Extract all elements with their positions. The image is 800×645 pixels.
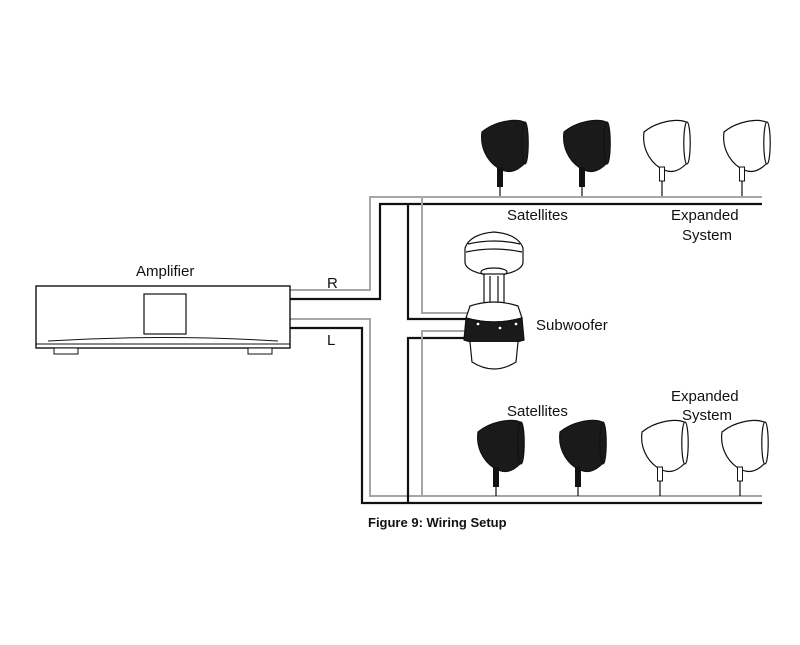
top-expanded-label-line2: System [682, 227, 732, 244]
top-satellite-1 [481, 119, 529, 197]
amplifier-foot-right [247, 347, 273, 355]
bottom-expanded-label-line1: Expanded [671, 388, 739, 405]
r-grey-wire [290, 196, 762, 291]
r-black-wire [290, 202, 762, 301]
amplifier-foot-left [53, 347, 79, 355]
figure-caption: Figure 9: Wiring Setup [368, 515, 507, 530]
top-expanded-speaker-2 [723, 119, 771, 197]
bottom-satellite-1 [477, 419, 525, 497]
amplifier-label: Amplifier [136, 263, 194, 280]
bottom-satellite-2 [559, 419, 607, 497]
l-black-wire [290, 326, 762, 505]
bottom-satellites-label: Satellites [507, 403, 568, 420]
top-expanded-label-line1: Expanded [671, 207, 739, 224]
subwoofer [463, 231, 525, 370]
channel-l-label: L [327, 332, 335, 349]
bottom-row-speakers [477, 419, 769, 497]
top-expanded-speaker-1 [643, 119, 691, 197]
l-grey-wire [290, 318, 762, 497]
amplifier [35, 285, 291, 355]
sub-grey-wire-top [421, 197, 470, 314]
bottom-expanded-label-line2: System [682, 407, 732, 424]
channel-r-label: R [327, 275, 338, 292]
sub-grey-wire-bottom [421, 330, 470, 496]
sub-black-wire-bottom [406, 336, 470, 503]
bottom-expanded-speaker-1 [641, 419, 689, 497]
subwoofer-label: Subwoofer [536, 317, 608, 334]
bottom-expanded-speaker-2 [721, 419, 769, 497]
top-row-speakers [481, 119, 771, 197]
top-satellite-2 [563, 119, 611, 197]
sub-black-wire-top [406, 204, 470, 321]
top-satellites-label: Satellites [507, 207, 568, 224]
speaker-wires [290, 196, 762, 505]
amplifier-display [143, 293, 187, 335]
